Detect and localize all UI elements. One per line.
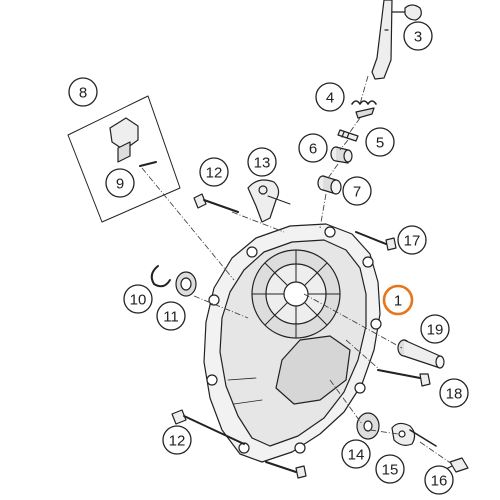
callout-1-highlighted: 1: [382, 284, 414, 316]
callout-9: 9: [105, 168, 135, 198]
callout-number: 1: [394, 293, 402, 310]
callout-circle: [156, 301, 186, 331]
callout-number: 5: [376, 135, 384, 152]
callout-12: 12: [162, 425, 192, 455]
callout-7: 7: [342, 176, 372, 206]
callout-number: 17: [404, 233, 421, 250]
callout-number: 14: [348, 447, 365, 464]
bolt-18-part: [377, 369, 431, 387]
callout-5: 5: [365, 127, 395, 157]
callout-16: 16: [424, 465, 454, 495]
callout-circle: [199, 157, 229, 187]
callout-circle: [365, 127, 395, 157]
callout-17: 17: [397, 225, 427, 255]
callout-circle: [375, 454, 405, 484]
shaft-part: [397, 339, 445, 369]
callout-number: 18: [446, 386, 463, 403]
callout-10: 10: [123, 284, 153, 314]
washer-part: [356, 412, 380, 440]
callout-number: 9: [116, 176, 124, 193]
callout-number: 8: [79, 85, 87, 102]
callout-circle: [341, 439, 371, 469]
callout-circle: [397, 225, 427, 255]
bolt-17-part: [355, 231, 397, 251]
bushing-part: [330, 146, 353, 164]
callout-circle: [162, 425, 192, 455]
callout-circle: [123, 284, 153, 314]
callout-13: 13: [247, 147, 277, 177]
callout-circle: [68, 77, 98, 107]
callout-circle: [342, 176, 372, 206]
callout-number: 12: [169, 433, 186, 450]
leader-lines: [141, 75, 453, 465]
callout-circle: [315, 82, 345, 112]
clutch-cover-part: [203, 223, 382, 463]
callout-number: 7: [353, 184, 361, 201]
callout-11: 11: [156, 301, 186, 331]
shift-lever-part: [371, 0, 422, 80]
callout-19: 19: [420, 314, 450, 344]
spring-part: [351, 100, 377, 119]
callout-number: 4: [326, 90, 334, 107]
callout-15: 15: [375, 454, 405, 484]
filler-plug-box: [67, 95, 181, 223]
callout-4: 4: [315, 82, 345, 112]
clamp-part: [391, 422, 437, 447]
callout-circle: [424, 465, 454, 495]
sleeve-part: [317, 175, 342, 195]
callout-6: 6: [298, 133, 328, 163]
callout-number: 16: [431, 473, 448, 490]
callout-circle: [105, 168, 135, 198]
callout-number: 15: [382, 462, 399, 479]
callout-number: 3: [414, 29, 422, 46]
callout-12: 12: [199, 157, 229, 187]
callout-number: 6: [309, 141, 317, 158]
seal-ring-part: [175, 271, 197, 297]
long-bolt-bottom-part: [171, 409, 245, 445]
callout-18: 18: [439, 378, 469, 408]
pin-part: [337, 129, 359, 142]
callout-circle: [382, 284, 414, 316]
callout-number: 13: [254, 155, 271, 172]
callout-number: 12: [206, 165, 223, 182]
callout-circle: [439, 378, 469, 408]
circlip-part: [150, 265, 171, 288]
callout-3: 3: [403, 21, 433, 51]
short-screw-part: [265, 461, 307, 479]
callout-circle: [420, 314, 450, 344]
callout-number: 19: [427, 322, 444, 339]
long-bolt-top-part: [193, 193, 239, 213]
bracket-part: [247, 179, 291, 223]
callout-circle: [247, 147, 277, 177]
callout-circle: [298, 133, 328, 163]
callout-number: 11: [163, 309, 179, 326]
callout-14: 14: [341, 439, 371, 469]
callout-circle: [403, 21, 433, 51]
callout-number: 10: [130, 292, 147, 309]
callout-8: 8: [68, 77, 98, 107]
